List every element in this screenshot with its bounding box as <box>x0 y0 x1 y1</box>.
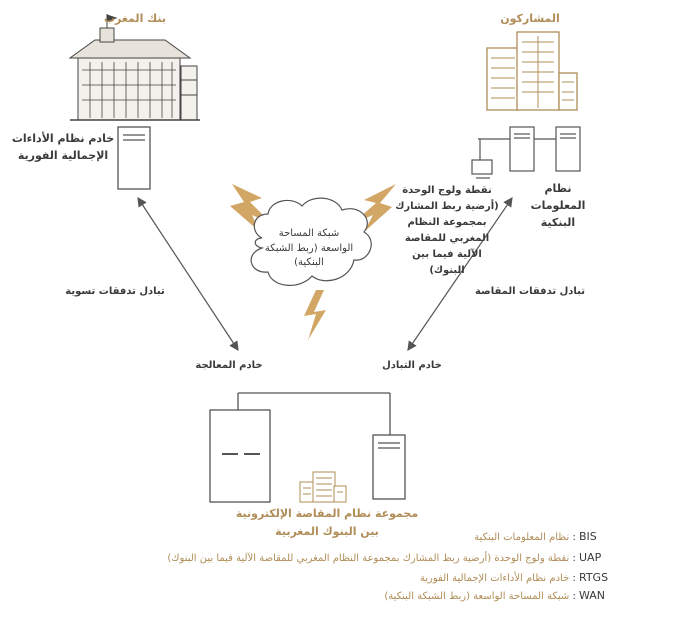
uap-label-line2: (أرضية ربط المشارك <box>395 201 499 212</box>
gsimt-label-line2: بين البنوك المغربية <box>275 524 379 538</box>
bank-building-icon <box>68 14 200 121</box>
exchange-server-label: خادم التبادل <box>382 360 442 371</box>
bis-label-line2: المعلومات <box>530 199 586 213</box>
bis-label-line1: نظام <box>544 182 572 195</box>
legend-item-bis: BIS : نظام المعلومات البنكية <box>149 528 609 547</box>
settlement-flows-label: تبادل تدفقات تسوية <box>65 286 165 297</box>
processing-server-icon <box>209 409 271 503</box>
exchange-server-icon <box>372 434 406 500</box>
wan-label-line1: شبكة المساحة <box>278 228 340 239</box>
legend-abbr-wan: WAN <box>579 589 606 602</box>
wan-label-line3: البنكية) <box>294 257 324 268</box>
processing-server-label: خادم المعالجة <box>195 360 263 371</box>
lightning-bolt-left-icon <box>230 184 272 232</box>
legend-def-uap: نقطة ولوج الوحدة (أرضية ربط المشارك بمجم… <box>167 553 570 564</box>
gsimt-label-line1: مجموعة نظام المقاصة الإلكترونية <box>235 507 419 520</box>
gsimt-network <box>209 392 406 503</box>
bis-label-line3: البنكية <box>540 216 576 230</box>
uap-label-line3: بمجموعة النظام <box>407 217 487 228</box>
legend-item-rtgs: RTGS : خادم نظام الأداءات الإجمالية الفو… <box>149 569 609 588</box>
clearing-flows-label: تبادل تدفقات المقاصة <box>474 286 585 297</box>
uap-label: نقطة ولوج الوحدة (أرضية ربط المشارك بمجم… <box>392 183 502 279</box>
uap-terminal-icon <box>471 159 493 175</box>
rtgs-server-label-line2: الإجمالية الفورية <box>17 149 109 163</box>
wan-cloud-icon <box>250 197 372 286</box>
legend-abbr-rtgs: RTGS <box>579 571 609 584</box>
legend-def-rtgs: خادم نظام الأداءات الإجمالية الفورية <box>419 573 570 584</box>
gsimt-building-icon <box>299 471 347 503</box>
legend-item-uap: UAP : نقطة ولوج الوحدة (أرضية ربط المشار… <box>149 549 609 568</box>
legend-abbr-uap: UAP <box>579 551 602 564</box>
legend-def-wan: شبكة المساحة الواسعة (ربط الشبكة البنكية… <box>384 591 570 602</box>
lightning-bolts <box>230 184 396 340</box>
legend-item-wan: WAN : شبكة المساحة الواسعة (ربط الشبكة ا… <box>149 587 609 606</box>
legend-def-bis: نظام المعلومات البنكية <box>474 532 570 543</box>
uap-label-line5: الآلية فيما بين <box>412 249 482 260</box>
clearing-flow-arrow <box>407 197 513 351</box>
wan-label-line2: الواسعة (ربط الشبكة <box>264 242 354 254</box>
uap-label-line6: البنوك) <box>429 265 465 276</box>
rtgs-server-label-line1: خادم نظام الأداءات <box>11 132 115 145</box>
wan-label: شبكة المساحة الواسعة (ربط الشبكة البنكية… <box>258 227 360 271</box>
lightning-bolt-right-icon <box>352 184 396 232</box>
settlement-flow-arrow <box>137 196 239 352</box>
participants-buildings-icon <box>486 31 578 111</box>
bis-label: نظام المعلومات البنكية <box>528 180 588 231</box>
legend-abbr-bis: BIS <box>579 530 597 543</box>
uap-label-line1: نقطة ولوج الوحدة <box>402 185 492 196</box>
bank-al-maghrib-label: بنك المغرب <box>103 12 167 25</box>
lightning-bolt-bottom-icon <box>304 290 326 340</box>
rtgs-server-label: خادم نظام الأداءات الإجمالية الفورية <box>8 130 118 164</box>
participants-label: المشاركون <box>500 12 560 25</box>
gsimt-label: مجموعة نظام المقاصة الإلكترونية بين البن… <box>222 505 432 540</box>
uap-label-line4: المغربي للمقاصة <box>404 233 490 244</box>
rtgs-server-icon <box>117 126 151 190</box>
participant-lan <box>471 126 581 179</box>
